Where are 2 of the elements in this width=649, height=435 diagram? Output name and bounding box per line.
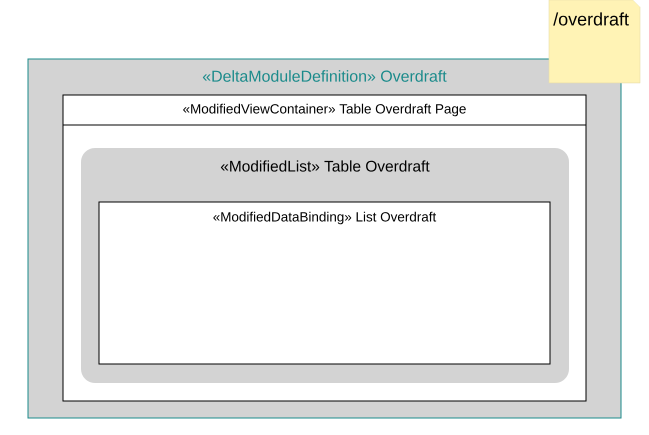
binding-box: «ModifiedDataBinding» List Overdraft — [98, 201, 550, 364]
sticky-note: /overdraft — [548, 0, 640, 84]
